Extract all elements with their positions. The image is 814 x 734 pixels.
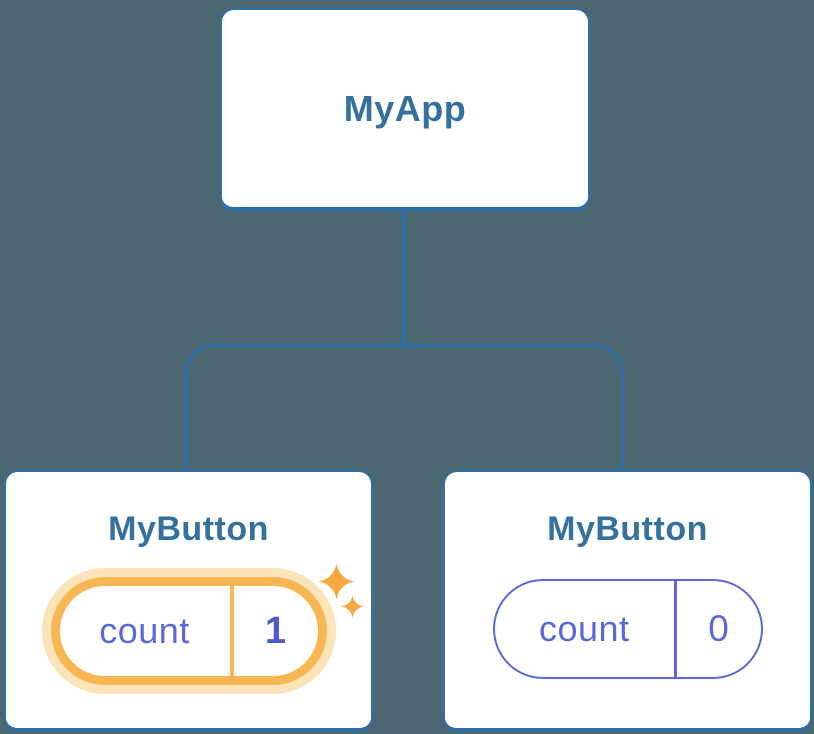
tree-connector-branch xyxy=(184,344,624,470)
state-value: 1 xyxy=(264,609,287,652)
state-pill-highlight-halo: count 1 xyxy=(41,568,336,694)
node-label: MyButton xyxy=(108,510,269,548)
state-key-label: count xyxy=(99,610,190,651)
pill-divider xyxy=(674,581,677,677)
sparkle-small-icon xyxy=(341,595,364,618)
component-node-myapp: MyApp xyxy=(220,8,590,211)
state-pill: count 0 xyxy=(492,579,763,679)
state-value: 0 xyxy=(708,608,729,649)
state-pill: count 1 xyxy=(50,577,327,685)
node-label: MyApp xyxy=(343,87,467,129)
node-label: MyButton xyxy=(547,510,708,548)
component-node-mybutton-updated: MyButton count 1 xyxy=(4,470,373,732)
tree-connector-stem xyxy=(402,209,406,346)
pill-divider xyxy=(229,586,234,676)
state-key-label: count xyxy=(538,608,630,649)
component-node-mybutton-initial: MyButton count 0 xyxy=(443,470,812,732)
